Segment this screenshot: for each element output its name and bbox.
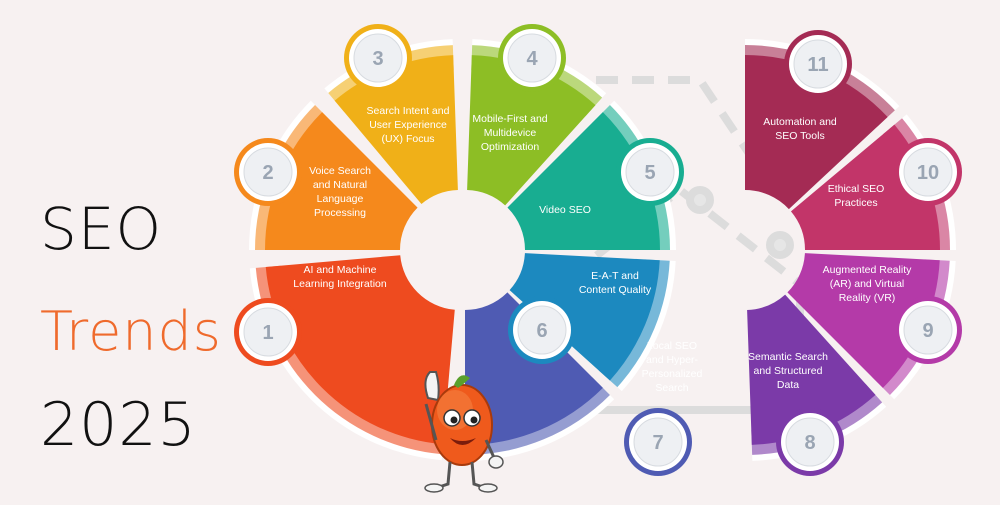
segment-6 [509, 253, 660, 381]
badge-inner-7 [633, 417, 683, 467]
badge-number-8: 8 [804, 432, 815, 454]
title-year: 2025 [40, 390, 197, 460]
badge-number-4: 4 [526, 48, 538, 70]
trend-label-line: Personalized [642, 368, 703, 380]
badge-inner-3 [353, 33, 403, 83]
badge-number-2: 2 [262, 162, 273, 184]
trend-label-line: Learning Integration [293, 278, 387, 290]
segment-3 [334, 55, 458, 205]
trend-label-line: Content Quality [579, 284, 652, 296]
trend-label-line: Multidevice [484, 127, 537, 139]
trend-label-line: Search Intent and [367, 105, 450, 117]
badge-number-1: 1 [262, 322, 273, 344]
badge-inner-2 [243, 147, 293, 197]
trend-label-line: Ethical SEO [828, 183, 885, 195]
trend-label-line: Voice Search [309, 165, 371, 177]
trend-label-line: Data [777, 379, 799, 391]
trend-label-line: Reality (VR) [839, 292, 896, 304]
trend-label-line: Local SEO [647, 340, 697, 352]
segment-9 [787, 253, 940, 388]
trend-label-line: SEO Tools [775, 130, 824, 142]
badge-number-11: 11 [807, 54, 828, 76]
badge-inner-8 [785, 417, 835, 467]
trend-label-line: (AR) and Virtual [830, 278, 905, 290]
peach-mascot-icon [424, 371, 504, 493]
badge-number-3: 3 [372, 48, 383, 70]
trend-label-line: E-A-T and [591, 270, 639, 282]
badge-number-6: 6 [536, 320, 547, 342]
trend-label-line: Video SEO [539, 204, 591, 216]
trend-label-line: Language [317, 193, 364, 205]
badge-inner-9 [903, 305, 953, 355]
segment-1 [265, 255, 455, 445]
badge-inner-1 [243, 307, 293, 357]
badge-number-9: 9 [922, 320, 933, 342]
badge-inner-4 [507, 33, 557, 83]
badge-inner-10 [903, 147, 953, 197]
badge-number-7: 7 [652, 432, 663, 454]
badge-number-5: 5 [644, 162, 655, 184]
trend-label-line: (UX) Focus [381, 133, 434, 145]
trend-label-line: Automation and [763, 116, 837, 128]
badge-number-10: 10 [917, 162, 939, 184]
badge-inner-6 [517, 305, 567, 355]
trend-label-line: Processing [314, 207, 366, 219]
trend-label-line: Practices [834, 197, 877, 209]
badge-inner-11 [793, 39, 843, 89]
trend-label-line: and Hyper- [646, 354, 698, 366]
title-seo: SEO [40, 195, 163, 263]
title-trends: Trends [40, 300, 222, 363]
trend-label-line: Augmented Reality [823, 264, 912, 276]
trend-label-5: Video SEO [539, 204, 591, 216]
segment-8 [747, 294, 876, 445]
segment-5 [507, 112, 660, 251]
trend-label-line: User Experience [369, 119, 447, 131]
segment-2 [265, 112, 418, 251]
trend-label-line: Mobile-First and [472, 113, 547, 125]
trend-label-line: Search [655, 382, 688, 394]
trend-label-line: Semantic Search [748, 351, 828, 363]
trend-label-line: Optimization [481, 141, 540, 153]
trend-label-line: and Structured [754, 365, 823, 377]
trend-label-line: AI and Machine [304, 264, 377, 276]
segment-7 [465, 292, 603, 445]
trend-label-10: Ethical SEO Practices [828, 183, 885, 209]
badge-inner-5 [625, 147, 675, 197]
segment-4 [467, 55, 596, 206]
segment-11 [745, 55, 888, 210]
trend-label-line: and Natural [313, 179, 367, 191]
